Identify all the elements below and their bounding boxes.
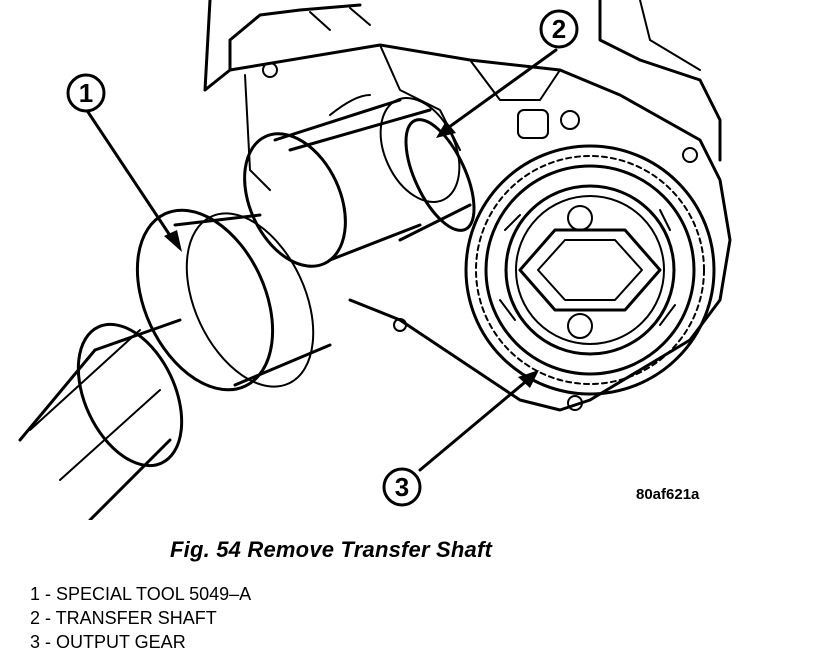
figure-caption: Fig. 54 Remove Transfer Shaft bbox=[170, 537, 493, 562]
callout-1-number: 1 bbox=[79, 78, 93, 108]
image-code: 80af621a bbox=[636, 486, 700, 503]
special-tool bbox=[18, 98, 422, 520]
legend-item: 1 - SPECIAL TOOL 5049–A bbox=[30, 584, 252, 604]
transfer-shaft bbox=[288, 94, 476, 242]
callout-1: 1 bbox=[66, 73, 106, 113]
technical-illustration: 1 2 3 bbox=[18, 0, 732, 520]
callout-3: 3 bbox=[382, 467, 422, 507]
callout-3-number: 3 bbox=[395, 472, 409, 502]
callout-2: 2 bbox=[539, 9, 579, 49]
legend-item: 3 - OUTPUT GEAR bbox=[30, 632, 186, 652]
callout-2-number: 2 bbox=[552, 14, 566, 44]
callout-arrows bbox=[86, 48, 558, 472]
output-gear bbox=[464, 144, 716, 396]
legend-item: 2 - TRANSFER SHAFT bbox=[30, 608, 217, 628]
callout-legend: 1 - SPECIAL TOOL 5049–A 2 - TRANSFER SHA… bbox=[30, 582, 251, 654]
